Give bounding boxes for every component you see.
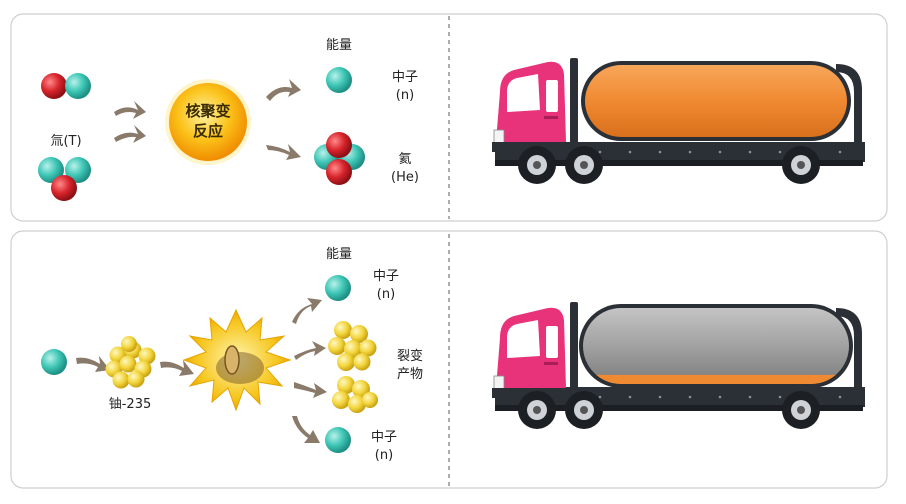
fission-neutron-name: 中子 (372, 269, 400, 284)
helium-symbol: (He) (391, 170, 419, 185)
tritium-neutron-left (38, 157, 64, 183)
fission-neutron2-name: 中子 (370, 430, 398, 445)
tank-bottom-fuel (583, 374, 849, 384)
fission-energy-label: 能量 (325, 247, 353, 262)
fusion-arrow-in-upper (114, 101, 146, 119)
helium-proton-top (326, 132, 352, 158)
fusion-arrow-out-upper (266, 79, 301, 101)
fusion-core-line1: 核聚变 (185, 102, 231, 120)
truck-bottom-wheels (518, 391, 820, 429)
helium-name: 氦 (398, 152, 412, 167)
tank-top-fuel (585, 65, 847, 137)
tritium-neutron-right (65, 157, 91, 183)
fusion-arrow-in-lower (114, 125, 146, 143)
fusion-core-line2: 反应 (192, 122, 223, 140)
truck-top-wheels (518, 146, 820, 184)
fusion-input-neutron (65, 73, 91, 99)
fission-product-upper (328, 321, 377, 371)
fission-neutron2-symbol: (n) (374, 448, 394, 463)
burst-smoke (216, 352, 264, 384)
fusion-arrow-out-lower (266, 144, 301, 160)
fission-products-line2: 产物 (396, 367, 424, 382)
uranium-label: 铀-235 (108, 397, 152, 412)
fusion-neutron-name: 中子 (391, 70, 419, 85)
tank-bottom-empty (583, 308, 849, 384)
fusion-neutron-symbol: (n) (395, 88, 415, 103)
fusion-energy-label: 能量 (325, 38, 353, 53)
fusion-output-neutron (326, 67, 352, 93)
fission-product-lower (332, 376, 378, 413)
fission-output-neutron-bottom (325, 427, 351, 453)
fission-arrow-out-4 (292, 416, 320, 443)
fission-output-neutron-top (325, 275, 351, 301)
helium-proton-bottom (326, 159, 352, 185)
truck-top (492, 58, 865, 184)
fission-arrow-out-1 (292, 298, 322, 324)
fission-neutron-symbol: (n) (376, 287, 396, 302)
burst-fragment (224, 345, 240, 375)
fission-input-neutron (41, 349, 67, 375)
fission-products-line1: 裂变 (396, 349, 424, 364)
fission-arrow-1 (76, 356, 110, 372)
fission-arrow-2 (160, 360, 194, 376)
tritium-proton (51, 175, 77, 201)
truck-bottom (492, 302, 865, 429)
fusion-core (169, 83, 247, 161)
fission-arrow-out-3 (294, 382, 327, 398)
fission-arrow-out-2 (294, 341, 326, 360)
tritium-label: 氚(T) (50, 134, 82, 149)
bottom-panel-frame (10, 230, 888, 489)
fusion-core-label: 核聚变 反应 (168, 101, 248, 141)
fusion-input-proton (41, 73, 67, 99)
uranium-235-nucleus (105, 336, 156, 389)
